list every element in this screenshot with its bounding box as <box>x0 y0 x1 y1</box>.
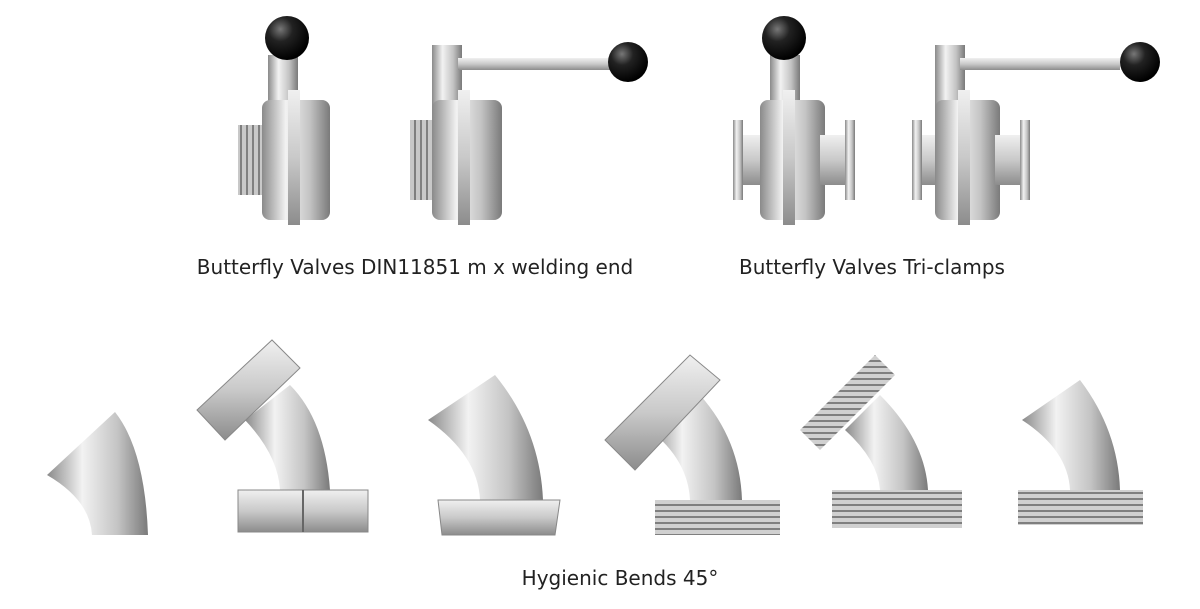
bend-with-nut-and-liner <box>196 339 369 533</box>
triclamp-valve-vertical-handle <box>733 16 855 225</box>
bend-plain <box>47 412 148 535</box>
bend-with-male-thread <box>1018 380 1143 525</box>
din-valve-vertical-handle <box>238 16 330 225</box>
din-valve-horizontal-handle <box>410 42 648 225</box>
triclamp-valve-horizontal-handle <box>912 42 1160 225</box>
caption-din-valves: Butterfly Valves DIN11851 m x welding en… <box>196 255 634 279</box>
caption-triclamp-valves: Butterfly Valves Tri-clamps <box>739 255 1005 279</box>
bend-with-nut-and-male-thread <box>604 354 780 535</box>
caption-bends: Hygienic Bends 45° <box>521 566 719 590</box>
bend-with-two-male-threads <box>800 355 962 528</box>
bend-with-tapered-liner <box>428 375 561 536</box>
